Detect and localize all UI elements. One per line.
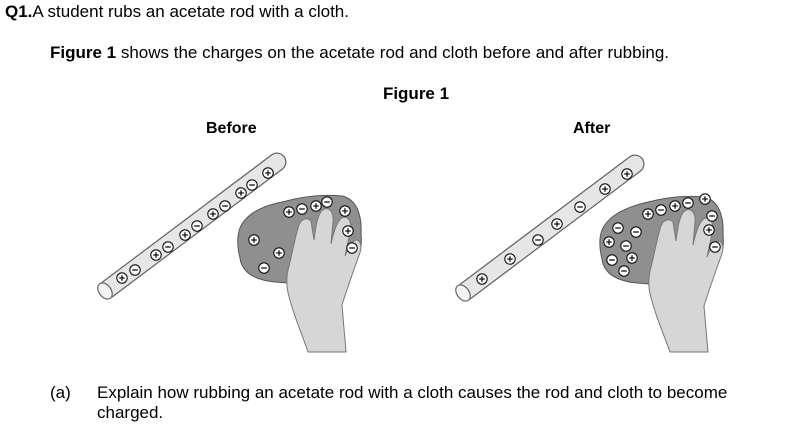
after-label: After xyxy=(573,120,611,137)
intro-text: Figure 1 shows the charges on the acetat… xyxy=(50,43,669,63)
part-a-question: Explain how rubbing an acetate rod with … xyxy=(97,383,728,422)
intro-sentence: shows the charges on the acetate rod and… xyxy=(116,43,669,62)
before-hand xyxy=(286,208,362,353)
question-number: Q1. xyxy=(5,2,33,21)
part-a-label: (a) xyxy=(50,383,71,402)
figure-title: Figure 1 xyxy=(382,84,450,103)
before-panel xyxy=(97,152,362,353)
question-text: A student rubs an acetate rod with a clo… xyxy=(32,2,349,21)
before-label: Before xyxy=(206,120,257,137)
after-panel xyxy=(455,154,724,353)
after-hand xyxy=(648,209,724,353)
question-title: Q1.A student rubs an acetate rod with a … xyxy=(5,2,349,22)
figure-reference: Figure 1 xyxy=(50,43,117,62)
